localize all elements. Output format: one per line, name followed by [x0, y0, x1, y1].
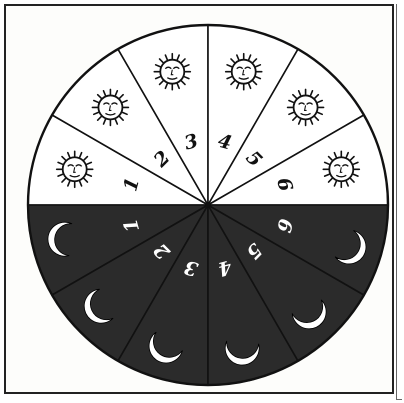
- sun-face-icon: [92, 89, 128, 125]
- wheel-hub: [206, 203, 211, 208]
- sun-face-icon: [154, 54, 190, 90]
- sun-face-icon: [288, 89, 324, 125]
- sun-face-icon: [226, 54, 262, 90]
- sun-face-icon: [57, 151, 93, 187]
- sun-face-icon: [323, 151, 359, 187]
